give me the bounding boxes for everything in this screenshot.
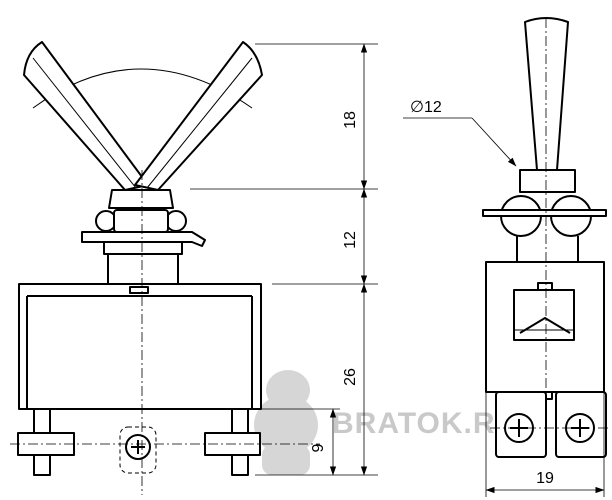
side-washer (482, 209, 607, 217)
watermark-text: BRATOK.RU (332, 407, 518, 440)
watermark: BRATOK.RU (254, 370, 518, 475)
bushing (103, 241, 183, 255)
gorilla-logo-icon (254, 370, 318, 475)
front-view (10, 41, 320, 495)
lock-washer (81, 231, 206, 247)
center-screw-icon (119, 426, 157, 474)
dim-26-label: 26 (342, 368, 359, 386)
side-body (485, 261, 605, 400)
lever-collar (108, 189, 174, 209)
vertical-dimensions: 18 12 26 9 (190, 43, 378, 476)
dim-19-label: 19 (536, 470, 554, 487)
side-lever (524, 17, 569, 171)
lever-left-position (23, 41, 149, 191)
lever-right-position (134, 41, 263, 191)
dim-9-label: 9 (310, 443, 327, 452)
switch-body (18, 283, 262, 410)
side-view (482, 17, 610, 458)
nut (113, 209, 169, 233)
side-collar (519, 169, 576, 193)
side-dimensions: ∅12 19 (403, 99, 605, 497)
dim-diameter-12-label: ∅12 (410, 99, 442, 116)
dim-18-label: 18 (342, 111, 359, 129)
dim-12-label: 12 (342, 231, 359, 249)
